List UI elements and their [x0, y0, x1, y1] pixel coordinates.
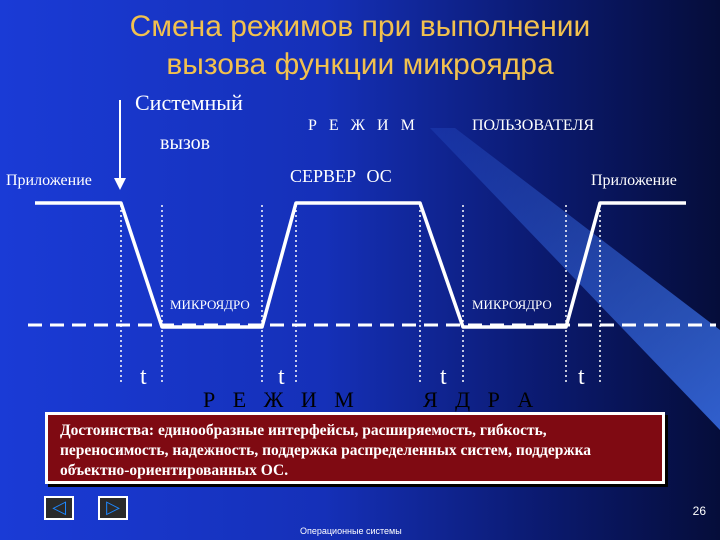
- time-guides: [120, 205, 601, 385]
- time-marker: t: [578, 364, 585, 390]
- system-call-arrow-head: [114, 178, 126, 190]
- server-os-label: СЕРВЕР ОС: [290, 166, 392, 186]
- system-call-label-1: Системный: [135, 90, 243, 115]
- time-marker: t: [440, 364, 447, 390]
- light-beam-decoration: [430, 128, 720, 430]
- slide-title: Смена режимов при выполнении вызова функ…: [0, 8, 720, 84]
- kernel-mode-label-1: Р Е Ж И М: [203, 387, 360, 412]
- user-mode-label: Р Е Ж И М: [308, 117, 419, 134]
- user-mode-label-2: ПОЛЬЗОВАТЕЛЯ: [472, 117, 594, 134]
- title-line-2: вызова функции микроядра: [166, 48, 554, 81]
- title-line-1: Смена режимов при выполнении: [129, 10, 591, 43]
- time-marker: t: [278, 364, 285, 390]
- execution-path: [35, 201, 686, 329]
- footer-text: Операционные системы: [300, 526, 402, 536]
- application-label-right: Приложение: [591, 172, 677, 189]
- page-number: 26: [692, 504, 706, 518]
- kernel-mode-label-2: Я Д Р А: [423, 387, 540, 412]
- next-slide-button[interactable]: ▷: [98, 496, 128, 520]
- triangle-left-icon: ◁: [52, 497, 66, 518]
- prev-slide-button[interactable]: ◁: [44, 496, 74, 520]
- triangle-right-icon: ▷: [106, 497, 120, 518]
- microkernel-label-left: МИКРОЯДРО: [170, 297, 250, 312]
- advantages-box: Достоинства: единообразные интерфейсы, р…: [45, 412, 665, 484]
- microkernel-label-right: МИКРОЯДРО: [472, 297, 552, 312]
- application-label-left: Приложение: [6, 172, 92, 189]
- system-call-label-2: вызов: [160, 132, 211, 154]
- time-marker: t: [140, 364, 147, 390]
